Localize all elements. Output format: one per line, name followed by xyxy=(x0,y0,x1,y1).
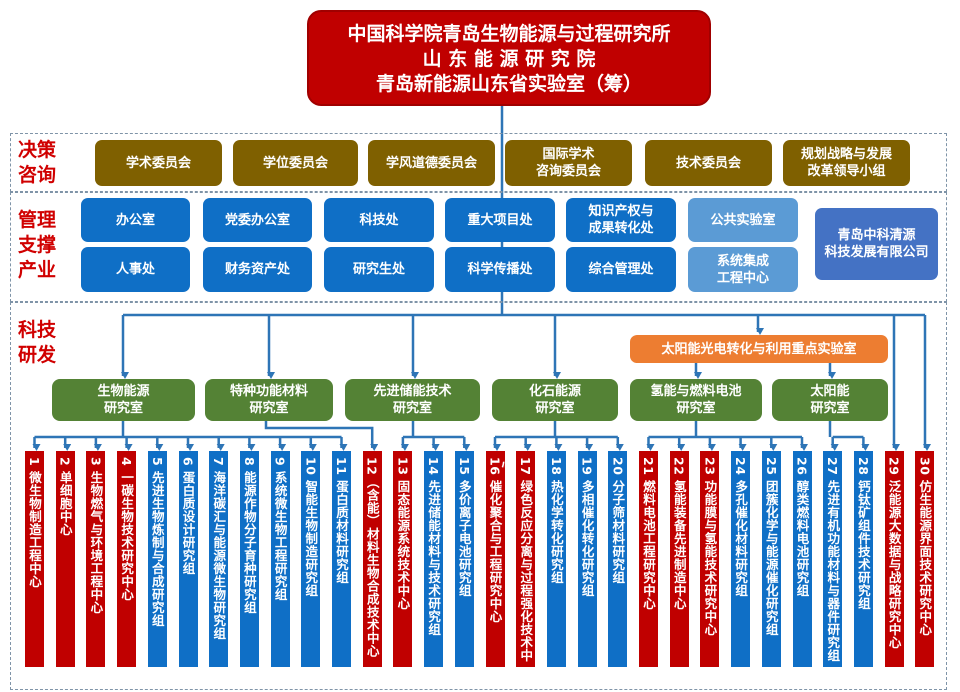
research-unit-4[interactable]: 4 一碳生物技术研究中心 xyxy=(117,451,137,667)
research-section xyxy=(10,302,947,690)
management-section xyxy=(10,192,947,302)
research-unit-12[interactable]: 12（含能）材料生物合成技术中心 xyxy=(362,451,382,667)
institute-title: 中国科学院青岛生物能源与过程研究所 山 东 能 源 研 究 院 青岛新能源山东省… xyxy=(307,10,711,106)
research-unit-3[interactable]: 3 生物燃气与环境工程中心 xyxy=(86,451,106,667)
office-box[interactable]: 综合管理处 xyxy=(566,247,676,292)
research-unit-13[interactable]: 13 固态能源系统技术中心 xyxy=(393,451,413,667)
office-box[interactable]: 公共实验室 xyxy=(688,198,798,242)
office-box[interactable]: 财务资产处 xyxy=(203,247,312,292)
research-unit-24[interactable]: 24 多孔催化材料研究组 xyxy=(731,451,751,667)
research-unit-11[interactable]: 11 蛋白质材料研究组 xyxy=(332,451,351,667)
office-box[interactable]: 党委办公室 xyxy=(203,198,312,242)
office-box[interactable]: 知识产权与 成果转化处 xyxy=(566,198,676,242)
company-box[interactable]: 青岛中科清源 科技发展有限公司 xyxy=(815,208,938,280)
title-line: 山 东 能 源 研 究 院 xyxy=(422,48,596,70)
title-line: 青岛新能源山东省实验室（筹） xyxy=(375,73,642,95)
research-unit-2[interactable]: 2 单细胞中心 xyxy=(55,451,75,667)
research-unit-21[interactable]: 21 燃料电池工程研究中心 xyxy=(639,451,658,667)
lab-box[interactable]: 氢能与燃料电池 研究室 xyxy=(630,379,762,421)
lab-box[interactable]: 化石能源 研究室 xyxy=(492,379,618,421)
research-unit-5[interactable]: 5 先进生物炼制与合成研究组 xyxy=(147,451,167,667)
research-unit-17[interactable]: 17 绿色反应分离与过程强化技术中心 xyxy=(499,451,536,667)
key-lab-box[interactable]: 太阳能光电转化与利用重点实验室 xyxy=(630,335,888,363)
research-unit-28[interactable]: 28 钙钛矿组件技术研究组 xyxy=(853,451,873,667)
lab-box[interactable]: 生物能源 研究室 xyxy=(52,379,195,421)
title-line: 中国科学院青岛生物能源与过程研究所 xyxy=(347,23,671,45)
research-unit-7[interactable]: 7 海洋碳汇与能源微生物研究组 xyxy=(209,451,229,667)
committee-box[interactable]: 国际学术 咨询委员会 xyxy=(505,140,632,186)
lab-box[interactable]: 太阳能 研究室 xyxy=(772,379,888,421)
research-unit-30[interactable]: 30 仿生能源界面技术研究中心 xyxy=(915,451,935,667)
research-unit-25[interactable]: 25 团簇化学与能源催化研究组 xyxy=(761,451,781,667)
office-box[interactable]: 系统集成 工程中心 xyxy=(688,247,798,292)
office-box[interactable]: 科学传播处 xyxy=(445,247,555,292)
research-unit-23[interactable]: 23 功能膜与氢能技术研究中心 xyxy=(700,451,720,667)
research-unit-27[interactable]: 27 先进有机功能材料与器件研究组 xyxy=(823,451,843,667)
research-unit-29[interactable]: 29 泛能源大数据与战略研究中心 xyxy=(884,451,904,667)
committee-box[interactable]: 学术委员会 xyxy=(95,140,222,186)
research-unit-19[interactable]: 19 多相催化转化研究组 xyxy=(577,451,597,667)
office-box[interactable]: 研究生处 xyxy=(324,247,434,292)
office-box[interactable]: 人事处 xyxy=(81,247,190,292)
connector xyxy=(264,421,379,451)
section-label-decision: 决策 咨询 xyxy=(18,139,57,186)
research-unit-22[interactable]: 22 氢能装备先进制造中心 xyxy=(669,451,689,667)
research-unit-26[interactable]: 26 醇类燃料电池研究组 xyxy=(792,451,812,667)
research-unit-20[interactable]: 20 分子筛材料研究组 xyxy=(608,451,628,667)
committee-box[interactable]: 规划战略与发展 改革领导小组 xyxy=(783,140,910,186)
committee-box[interactable]: 学风道德委员会 xyxy=(368,140,495,186)
research-unit-18[interactable]: 18 热化学转化研究组 xyxy=(546,451,566,667)
office-box[interactable]: 科技处 xyxy=(324,198,434,242)
lab-box[interactable]: 先进储能技术 研究室 xyxy=(345,379,480,421)
section-label-research: 科技 研发 xyxy=(18,319,57,366)
committee-box[interactable]: 技术委员会 xyxy=(645,140,772,186)
committee-box[interactable]: 学位委员会 xyxy=(233,140,358,186)
office-box[interactable]: 重大项目处 xyxy=(445,198,555,242)
research-unit-1[interactable]: 1 微生物制造工程中心 xyxy=(25,451,44,667)
research-unit-6[interactable]: 6 蛋白质设计研究组 xyxy=(178,451,198,667)
lab-box[interactable]: 特种功能材料 研究室 xyxy=(205,379,333,421)
research-unit-9[interactable]: 9 系统微生物工程研究组 xyxy=(270,451,290,667)
research-unit-10[interactable]: 10 智能生物制造研究组 xyxy=(301,451,321,667)
research-unit-16[interactable]: 16 催化聚合与工程研究中心 xyxy=(485,451,505,667)
office-box[interactable]: 办公室 xyxy=(81,198,190,242)
research-unit-15[interactable]: 15 多价离子电池研究组 xyxy=(454,451,474,667)
decision-section xyxy=(10,133,947,192)
section-label-management: 管理 支撑 产业 xyxy=(18,209,57,281)
research-unit-8[interactable]: 8 能源作物分子育种研究组 xyxy=(239,451,259,667)
research-unit-14[interactable]: 14 先进储能材料与技术研究组 xyxy=(424,451,444,667)
